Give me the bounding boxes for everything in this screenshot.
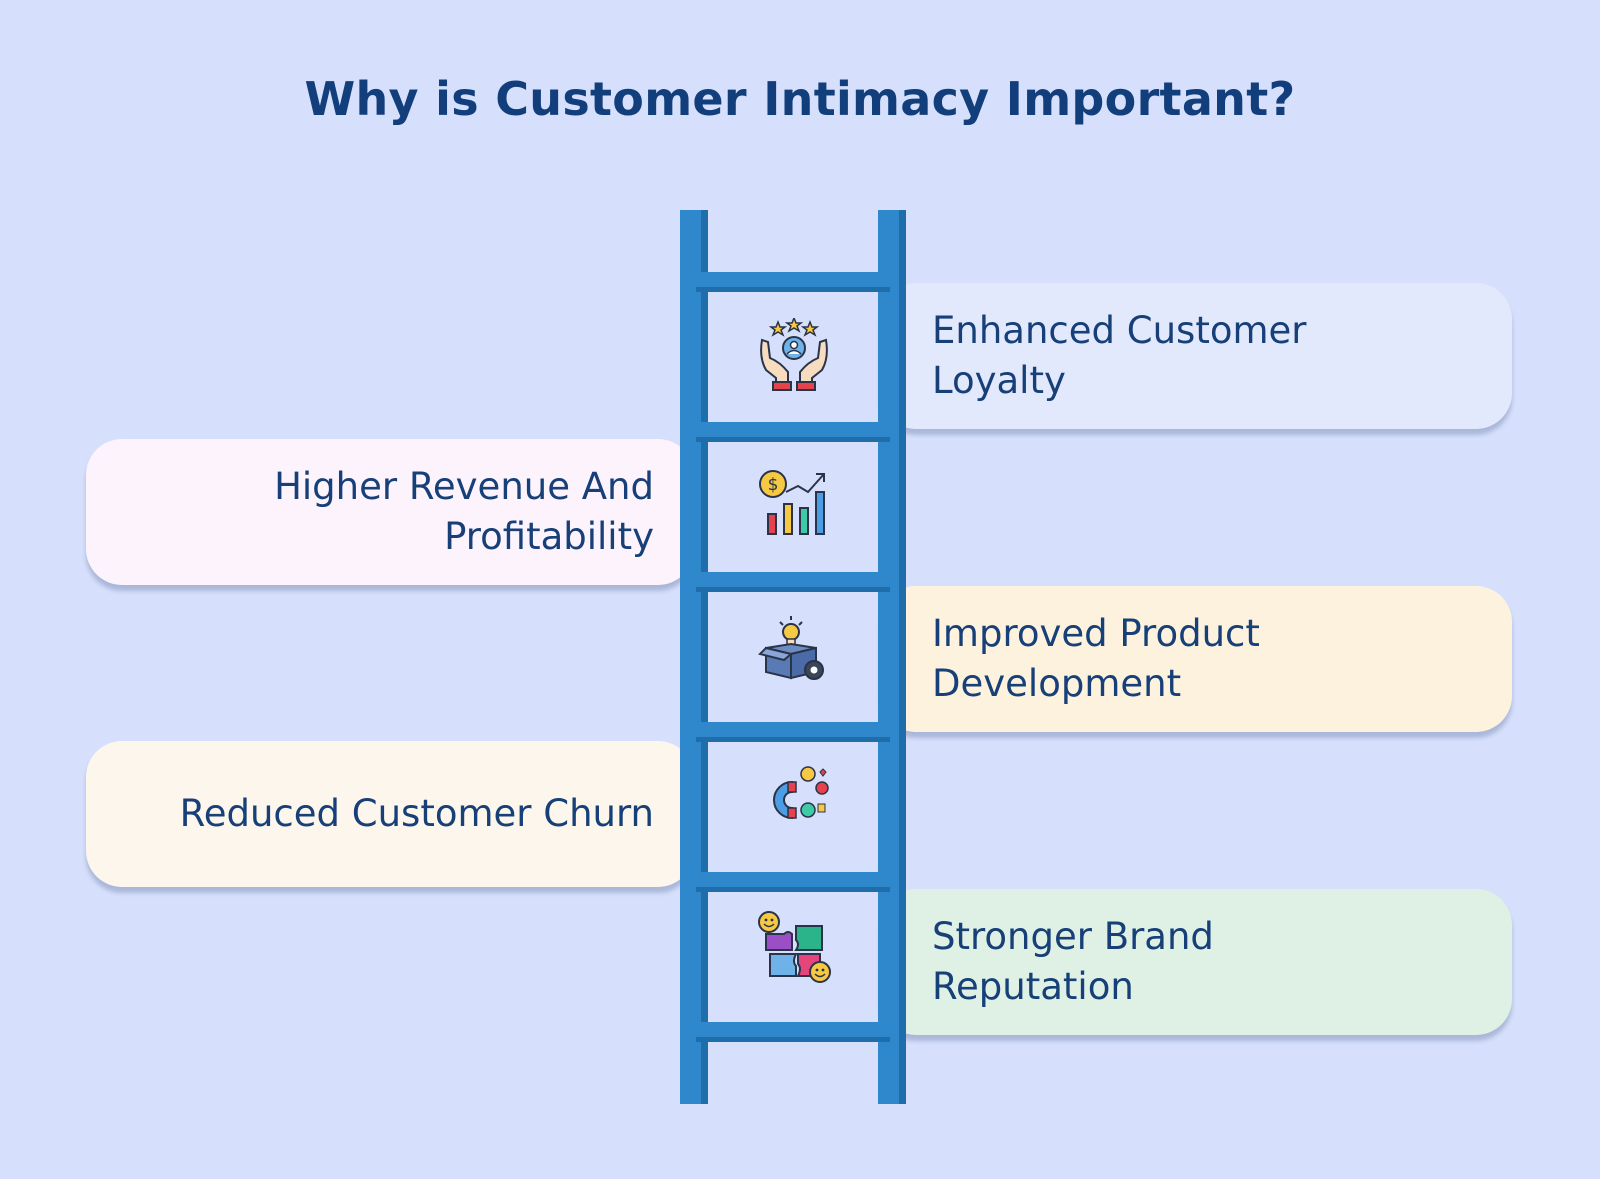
step-label: Reduced Customer Churn [179, 792, 654, 835]
step-card-brand-reputation: Stronger Brand Reputation [880, 889, 1512, 1035]
puzzle-smiley-icon [756, 910, 832, 986]
step-label: Improved Product Development [932, 612, 1260, 705]
page-title: Why is Customer Intimacy Important? [304, 72, 1296, 126]
ladder-rung [696, 272, 890, 292]
step-card-higher-revenue: Higher Revenue And Profitability [86, 439, 694, 585]
step-card-enhanced-loyalty: Enhanced Customer Loyalty [880, 283, 1512, 429]
revenue-growth-chart-icon: $ [756, 466, 832, 542]
ladder-rung [696, 572, 890, 592]
step-label: Enhanced Customer Loyalty [932, 309, 1307, 402]
step-card-product-development: Improved Product Development [880, 586, 1512, 732]
ladder-rung [696, 722, 890, 742]
svg-text:$: $ [768, 475, 779, 495]
ladder-rail-right [878, 210, 906, 1104]
step-label: Stronger Brand Reputation [932, 915, 1214, 1008]
ladder-rail-left [680, 210, 708, 1104]
ladder-rung [696, 422, 890, 442]
ladder-rung [696, 872, 890, 892]
step-label: Higher Revenue And Profitability [274, 465, 654, 558]
customer-magnet-icon [756, 762, 832, 838]
ladder-rung [696, 1022, 890, 1042]
hands-holding-customer-icon [756, 318, 832, 394]
step-card-reduced-churn: Reduced Customer Churn [86, 741, 694, 887]
product-box-idea-icon [756, 614, 832, 690]
ladder [680, 210, 906, 1104]
